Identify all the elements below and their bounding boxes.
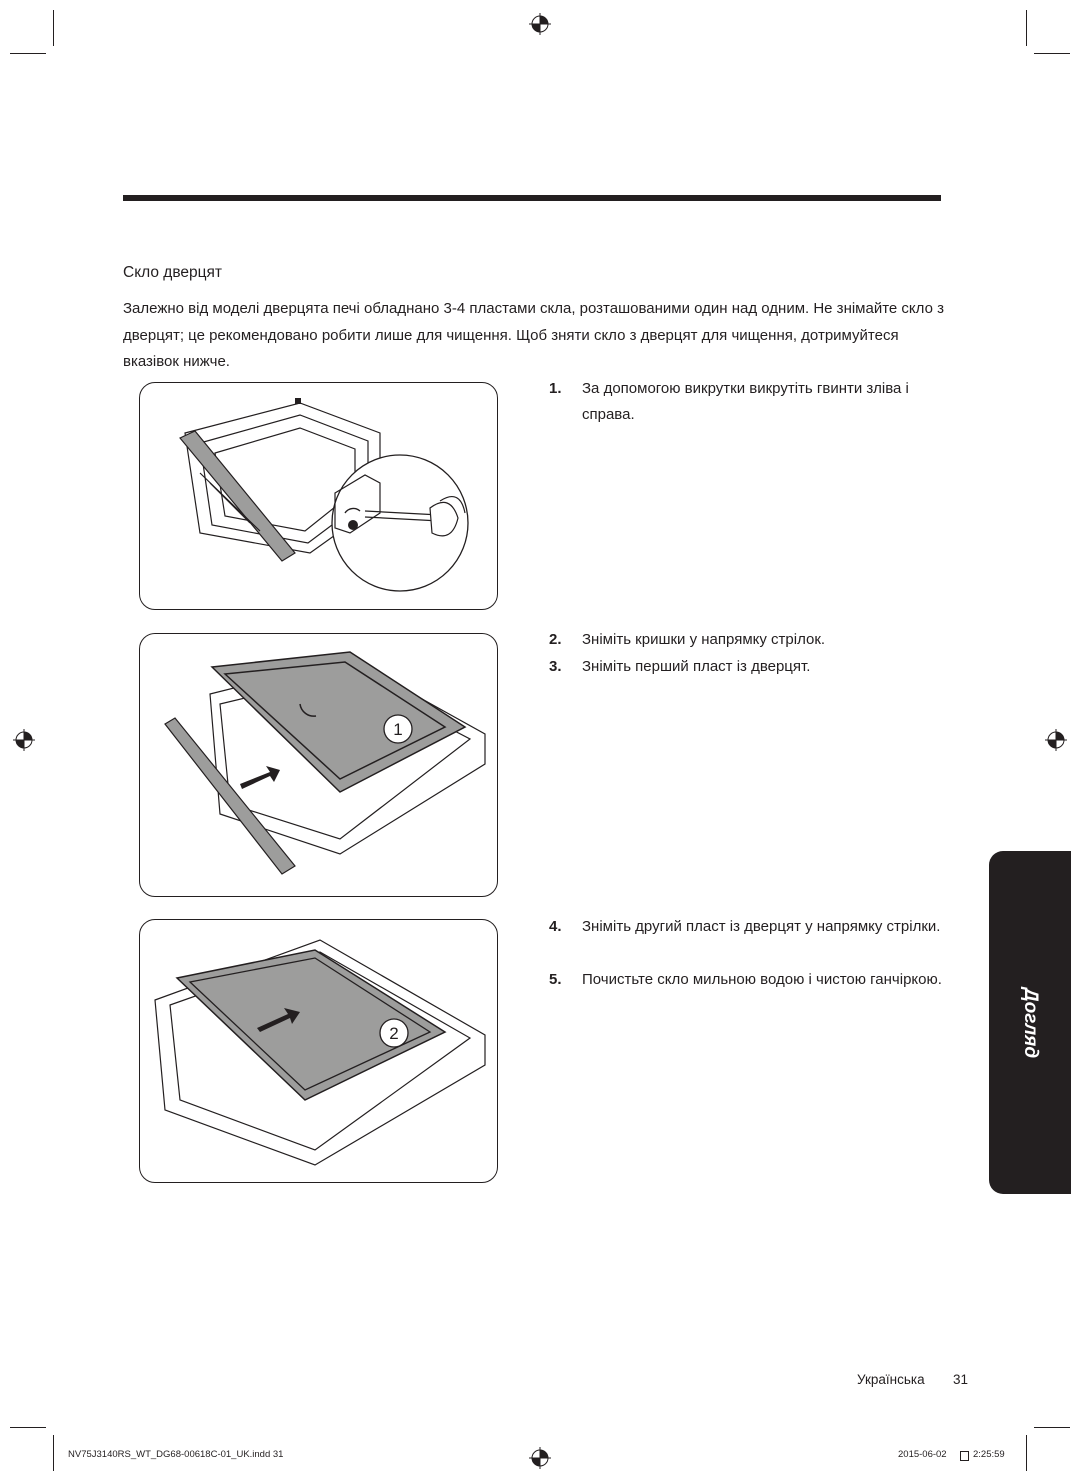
section-title: Скло дверцят (123, 264, 223, 281)
step-5: 5. Почистьте скло мильною водою і чистою… (549, 967, 949, 993)
crop-mark (1026, 1435, 1027, 1471)
intro-paragraph: Залежно від моделі дверцята печі обладна… (123, 300, 944, 370)
footer-language: Українська (857, 1372, 925, 1387)
step-4: 4. Зніміть другий пласт із дверцят у нап… (549, 914, 949, 940)
section-rule (123, 195, 941, 201)
step-label-1: 1 (393, 720, 402, 739)
step-number: 3. (549, 658, 562, 675)
step-2: 2. Зніміть кришки у напрямку стрілок. (549, 627, 949, 653)
crop-mark (1026, 10, 1027, 46)
figure-remove-screws (139, 382, 498, 610)
registration-mark-icon (1045, 729, 1067, 751)
step-text: Зніміть другий пласт із дверцят у напрям… (582, 918, 941, 935)
registration-mark-icon (13, 729, 35, 751)
crop-mark (10, 1427, 46, 1428)
step-number: 4. (549, 918, 562, 935)
step-1: 1. За допомогою викрутки викрутіть гвинт… (549, 376, 949, 428)
crop-mark (53, 1435, 54, 1471)
imprint-time: 2:25:59 (973, 1449, 1005, 1460)
figure-remove-second-pane: 2 (139, 919, 498, 1183)
crop-mark (1034, 53, 1070, 54)
second-pane-illustration: 2 (154, 939, 486, 1166)
crop-mark (10, 53, 46, 54)
imprint-file: NV75J3140RS_WT_DG68-00618C-01_UK.indd 31 (68, 1449, 284, 1460)
step-text: За допомогою викрутки викрутіть гвинти з… (582, 380, 909, 423)
door-screwdriver-illustration (179, 398, 469, 592)
registration-mark-icon (529, 1447, 551, 1469)
chapter-tab-label: Догляд (1020, 987, 1041, 1058)
step-number: 2. (549, 631, 562, 648)
imprint-date: 2015-06-02 (898, 1449, 947, 1460)
step-number: 1. (549, 380, 562, 397)
step-3: 3. Зніміть перший пласт із дверцят. (549, 654, 949, 680)
step-text: Зніміть перший пласт із дверцят. (582, 658, 811, 675)
step-text: Зніміть кришки у напрямку стрілок. (582, 631, 826, 648)
chapter-tab: Догляд (989, 851, 1071, 1194)
step-text: Почистьте скло мильною водою і чистою га… (582, 971, 942, 988)
crop-mark (1034, 1427, 1070, 1428)
step-number: 5. (549, 971, 562, 988)
page-number: 31 (953, 1372, 969, 1387)
step-label-2: 2 (389, 1024, 398, 1043)
imprint-box-icon (960, 1451, 969, 1461)
crop-mark (53, 10, 54, 46)
figure-remove-first-pane: 1 (139, 633, 498, 897)
first-pane-illustration: 1 (164, 651, 486, 875)
registration-mark-icon (529, 13, 551, 35)
